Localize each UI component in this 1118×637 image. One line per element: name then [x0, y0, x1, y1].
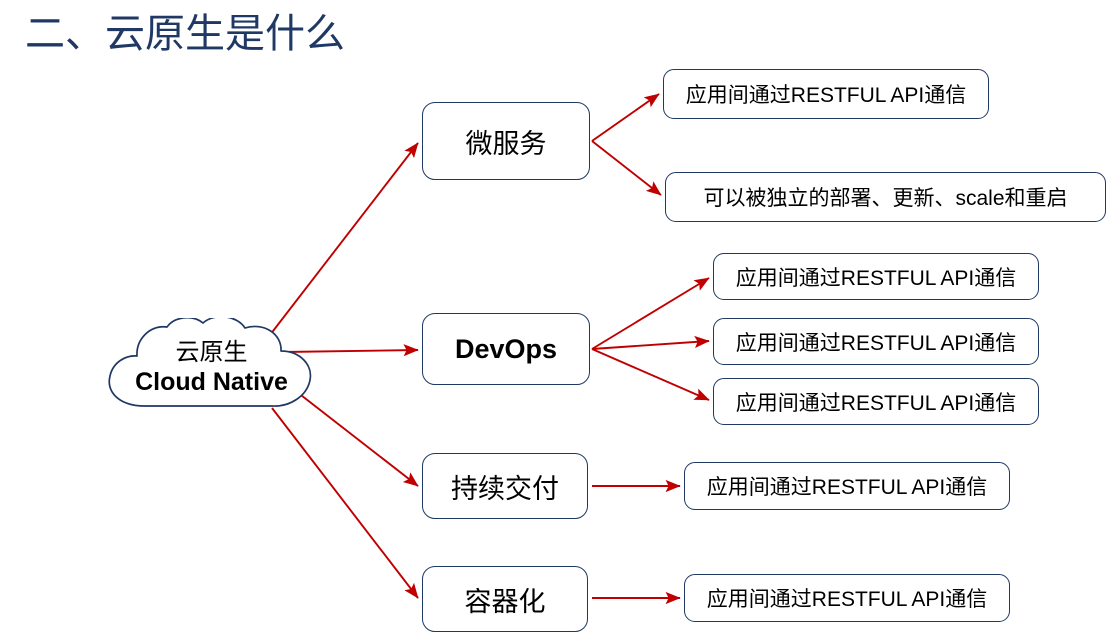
node-devops-child-2[interactable]: 应用间通过RESTFUL API通信	[713, 318, 1039, 365]
node-ms-child-2[interactable]: 可以被独立的部署、更新、scale和重启	[665, 172, 1106, 222]
node-devops-child-1[interactable]: 应用间通过RESTFUL API通信	[713, 253, 1039, 300]
edge-devops-to-child-1	[591, 277, 710, 350]
edge-microservices-to-child-2	[591, 140, 662, 196]
cloud-shape-icon	[108, 318, 312, 407]
node-cd-child-1[interactable]: 应用间通过RESTFUL API通信	[684, 462, 1010, 510]
edge-root-to-containerization	[271, 407, 419, 599]
node-continuous-delivery[interactable]: 持续交付	[422, 453, 588, 519]
cloud-native-root-node[interactable]: 云原生 Cloud Native	[104, 318, 319, 416]
node-container-child-1-label: 应用间通过RESTFUL API通信	[706, 588, 988, 611]
node-containerization-label: 容器化	[464, 586, 546, 617]
node-containerization[interactable]: 容器化	[422, 566, 588, 632]
node-continuous-delivery-label: 持续交付	[451, 473, 559, 504]
node-devops-label: DevOps	[454, 333, 558, 364]
node-microservices-label: 微服务	[465, 128, 547, 159]
edge-microservices-to-child-1	[591, 93, 660, 142]
node-devops-child-1-label: 应用间通过RESTFUL API通信	[735, 266, 1017, 290]
edge-root-to-microservices	[262, 142, 419, 345]
node-devops-child-2-label: 应用间通过RESTFUL API通信	[735, 331, 1017, 355]
node-ms-child-1-label: 应用间通过RESTFUL API通信	[685, 84, 967, 107]
node-devops[interactable]: DevOps	[422, 313, 590, 385]
node-devops-child-3[interactable]: 应用间通过RESTFUL API通信	[713, 378, 1039, 425]
node-container-child-1[interactable]: 应用间通过RESTFUL API通信	[684, 574, 1010, 622]
edge-devops-to-child-3	[591, 348, 710, 401]
page-title: 二、云原生是什么	[25, 12, 345, 56]
node-cd-child-1-label: 应用间通过RESTFUL API通信	[706, 476, 988, 499]
node-ms-child-1[interactable]: 应用间通过RESTFUL API通信	[663, 69, 989, 119]
node-devops-child-3-label: 应用间通过RESTFUL API通信	[735, 391, 1017, 415]
node-ms-child-2-label: 可以被独立的部署、更新、scale和重启	[703, 187, 1068, 210]
edge-devops-to-child-2	[591, 335, 710, 350]
node-microservices[interactable]: 微服务	[422, 102, 590, 180]
